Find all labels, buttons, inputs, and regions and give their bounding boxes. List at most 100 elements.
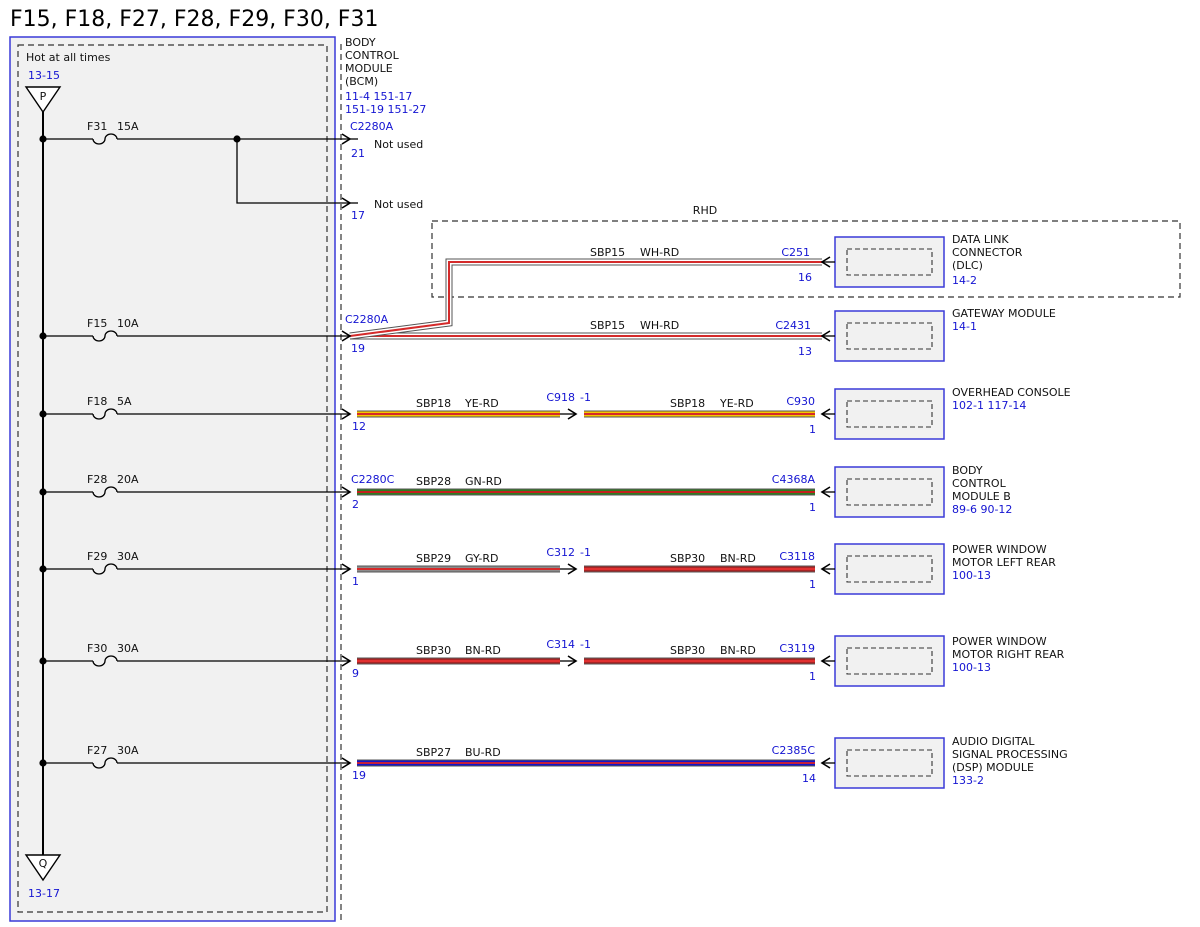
end-pin-label: 14	[802, 772, 816, 785]
bcm-output-arrow	[341, 563, 352, 575]
wire-circuit-label: SBP30	[670, 644, 705, 657]
not-used-label: Not used	[374, 198, 423, 211]
power-window-motor-right-rear-inner	[846, 647, 933, 675]
bcm-name-line: MODULE	[345, 62, 393, 75]
dlc-label: CONNECTOR	[952, 246, 1023, 259]
fuse-rating: 5A	[117, 395, 132, 408]
c2280a-pin-19-arrow	[341, 330, 352, 342]
body-control-module-b-box	[834, 466, 945, 518]
wire-color-label: WH-RD	[640, 246, 679, 259]
fuse-label: F27	[87, 744, 107, 757]
wire-color-label: BN-RD	[720, 644, 756, 657]
bcm-output-arrow	[341, 486, 352, 498]
fuse-f29	[92, 563, 118, 575]
fuse-rating: 30A	[117, 744, 139, 757]
connector-start-label: C2280C	[351, 473, 395, 486]
fuse-f27	[92, 757, 118, 769]
body-control-module-b-label: BODY	[952, 464, 983, 477]
end-connector-label: C930	[786, 395, 815, 408]
end-connector-label: C2385C	[772, 744, 816, 757]
f31-branch-wire	[236, 139, 350, 204]
fuse-label: F29	[87, 550, 107, 563]
connector-q-label: Q	[39, 857, 48, 870]
start-pin-label: 19	[352, 769, 366, 782]
hot-at-all-times-label: Hot at all times	[26, 51, 111, 64]
inline-connector-label: C312	[546, 546, 575, 559]
dlc-label: (DLC)	[952, 259, 983, 272]
fuse-label: F18	[87, 395, 107, 408]
audio-dsp-module-label: SIGNAL PROCESSING	[952, 748, 1068, 761]
wire-circuit-label: SBP18	[416, 397, 451, 410]
wire-color-label: GY-RD	[465, 552, 498, 565]
not-used-label: Not used	[374, 138, 423, 151]
gateway-module-box	[834, 310, 945, 362]
pin-16-label: 16	[798, 271, 812, 284]
end-pin-label: 1	[809, 423, 816, 436]
dlc-label: DATA LINK	[952, 233, 1009, 246]
power-window-motor-right-rear-label: MOTOR RIGHT REAR	[952, 648, 1065, 661]
overhead-console-refs: 102-1 117-14	[952, 399, 1026, 412]
overhead-console-box	[834, 388, 945, 440]
gateway-refs: 14-1	[952, 320, 977, 333]
power-window-motor-left-rear-box	[834, 543, 945, 595]
bcm-name-line: BODY	[345, 36, 376, 49]
pin-21-label: 21	[351, 147, 365, 160]
wire-color-label: BN-RD	[465, 644, 501, 657]
body-control-module-b-refs: 89-6 90-12	[952, 503, 1012, 516]
end-pin-label: 1	[809, 578, 816, 591]
fuse-rating: 15A	[117, 120, 139, 133]
bcm-output-arrow	[341, 757, 352, 769]
connector-p-label: P	[40, 90, 47, 103]
gateway-label: GATEWAY MODULE	[952, 307, 1056, 320]
dlc-inner	[846, 248, 933, 276]
body-control-module-b-label: MODULE B	[952, 490, 1011, 503]
fuse-label: F15	[87, 317, 107, 330]
body-control-module-b-inner	[846, 478, 933, 506]
wire-circuit-label: SBP27	[416, 746, 451, 759]
wire-color-label: YE-RD	[719, 397, 754, 410]
gateway-module-inner	[846, 322, 933, 350]
end-connector-label: C3119	[779, 642, 815, 655]
wire-color-label: WH-RD	[640, 319, 679, 332]
power-window-motor-right-rear-refs: 100-13	[952, 661, 991, 674]
pin-17-label: 17	[351, 209, 365, 222]
audio-dsp-module-label: (DSP) MODULE	[952, 761, 1034, 774]
bottom-page-ref: 13-17	[28, 887, 60, 900]
power-window-motor-left-rear-label: POWER WINDOW	[952, 543, 1047, 556]
fuse-f31	[92, 133, 118, 145]
overhead-console-label: OVERHEAD CONSOLE	[952, 386, 1071, 399]
connector-c2280a-label: C2280A	[350, 120, 394, 133]
start-pin-label: 12	[352, 420, 366, 433]
diagram-title: F15, F18, F27, F28, F29, F30, F31	[10, 7, 378, 32]
wire-circuit-label: SBP15	[590, 246, 625, 259]
connector-c251-label: C251	[781, 246, 810, 259]
power-window-motor-left-rear-refs: 100-13	[952, 569, 991, 582]
start-pin-label: 1	[352, 575, 359, 588]
wire-circuit-label: SBP30	[670, 552, 705, 565]
power-window-motor-left-rear-inner	[846, 555, 933, 583]
end-connector-label: C4368A	[772, 473, 816, 486]
audio-dsp-module-label: AUDIO DIGITAL	[952, 735, 1035, 748]
overhead-console-inner	[846, 400, 933, 428]
wire-circuit-label: SBP18	[670, 397, 705, 410]
connector-c2280a-label: C2280A	[345, 313, 389, 326]
inline-pin-label: -1	[580, 391, 591, 404]
end-pin-label: 1	[809, 670, 816, 683]
pin-19-label: 19	[351, 342, 365, 355]
end-connector-label: C3118	[779, 550, 815, 563]
inline-pin-label: -1	[580, 546, 591, 559]
inline-connector-label: C314	[546, 638, 575, 651]
dlc-box	[834, 236, 945, 288]
fuse-box-inner-boundary	[17, 44, 328, 913]
fuse-rating: 30A	[117, 642, 139, 655]
power-window-motor-right-rear-label: POWER WINDOW	[952, 635, 1047, 648]
inline-connector-label: C918	[546, 391, 575, 404]
dlc-refs: 14-2	[952, 274, 977, 287]
wire-color-label: BN-RD	[720, 552, 756, 565]
connector-c2431-label: C2431	[775, 319, 811, 332]
wire-circuit-label: SBP29	[416, 552, 451, 565]
fuse-rating: 10A	[117, 317, 139, 330]
fuse-f15	[92, 330, 118, 342]
fuse-rating: 20A	[117, 473, 139, 486]
